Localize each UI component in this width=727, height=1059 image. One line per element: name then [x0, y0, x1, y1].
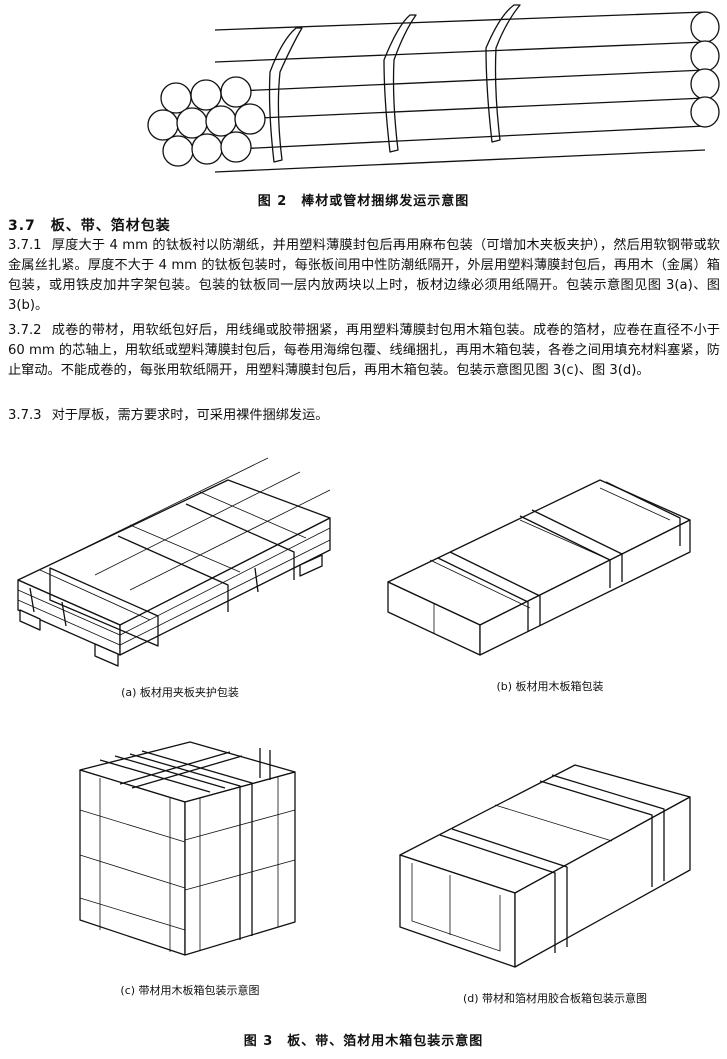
- figure3a-caption: (a) 板材用夹板夹护包装: [121, 686, 239, 699]
- paragraph-number: 3.7.1: [8, 238, 42, 253]
- figure3d-caption: (d) 带材和箔材用胶合板箱包装示意图: [462, 992, 648, 1005]
- plate-clamp-package-illustration: [17, 457, 331, 667]
- figure2-caption: 图 2 棒材或管材捆绑发运示意图: [257, 194, 470, 209]
- paragraph-number: 3.7.2: [8, 323, 42, 338]
- bar-bundle-illustration: [147, 4, 720, 173]
- strip-wooden-box-illustration: [79, 741, 296, 956]
- plate-wooden-box-illustration: [387, 479, 691, 656]
- paragraph-text: 厚度大于 4 mm 的钛板衬以防潮纸，并用塑料薄膜封包后再用麻布包装（可增加木夹…: [8, 238, 720, 313]
- figure3b-caption: (b) 板材用木板箱包装: [496, 680, 604, 693]
- paragraph-3-7-3: 3.7.3 对于厚板，需方要求时，可采用裸件捆绑发运。: [8, 406, 720, 426]
- section-heading: 3.7 板、带、箔材包装: [8, 218, 171, 234]
- paragraph-number: 3.7.3: [8, 408, 42, 423]
- figure3c-caption: (c) 带材用木板箱包装示意图: [120, 984, 260, 997]
- figure3-caption: 图 3 板、带、箔材用木箱包装示意图: [243, 1034, 484, 1049]
- strip-foil-plywood-box-illustration: [399, 764, 691, 968]
- paragraph-text: 成卷的带材，用软纸包好后，用线绳或胶带捆紧，再用塑料薄膜封包用木箱包装。成卷的箔…: [8, 323, 720, 378]
- paragraph-text: 对于厚板，需方要求时，可采用裸件捆绑发运。: [51, 408, 329, 423]
